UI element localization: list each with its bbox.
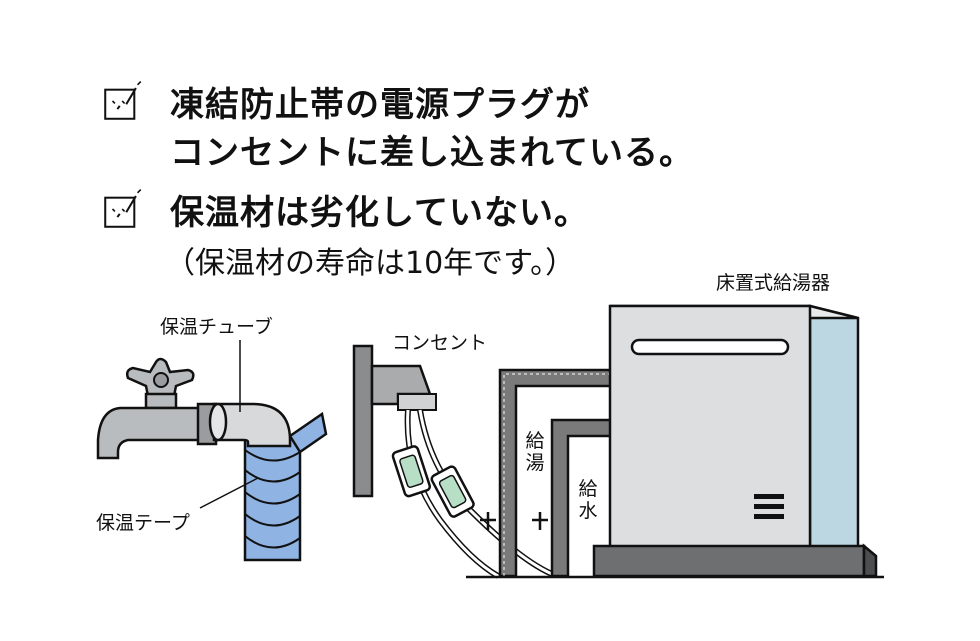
checkbox-icon bbox=[104, 81, 142, 120]
label-insulation-tape: 保温テープ bbox=[96, 512, 190, 534]
label-water-heater: 床置式給湯器 bbox=[716, 272, 831, 294]
label-outlet: コンセント bbox=[392, 332, 488, 354]
checkbox-icon bbox=[104, 189, 142, 228]
heating-cable bbox=[391, 409, 554, 579]
faucet-icon bbox=[96, 357, 218, 460]
checklist-item-1-line-2: コンセントに差し込まれている。 bbox=[170, 133, 694, 173]
insulation-tape bbox=[243, 411, 328, 562]
checklist-item-2-note: （保温材の寿命は10年です。） bbox=[165, 246, 576, 281]
label-insulation-tube: 保温チューブ bbox=[160, 316, 273, 338]
water-heater-icon bbox=[592, 304, 878, 578]
checklist-item-1-line-1: 凍結防止帯の電源プラグが bbox=[170, 85, 590, 125]
outlet-icon bbox=[352, 344, 437, 498]
label-hot-water: 給湯 bbox=[525, 430, 545, 474]
checklist-item-2: 保温材は劣化していない。 bbox=[170, 193, 589, 233]
label-cold-water: 給水 bbox=[578, 478, 598, 522]
insulation-tube bbox=[208, 402, 292, 448]
